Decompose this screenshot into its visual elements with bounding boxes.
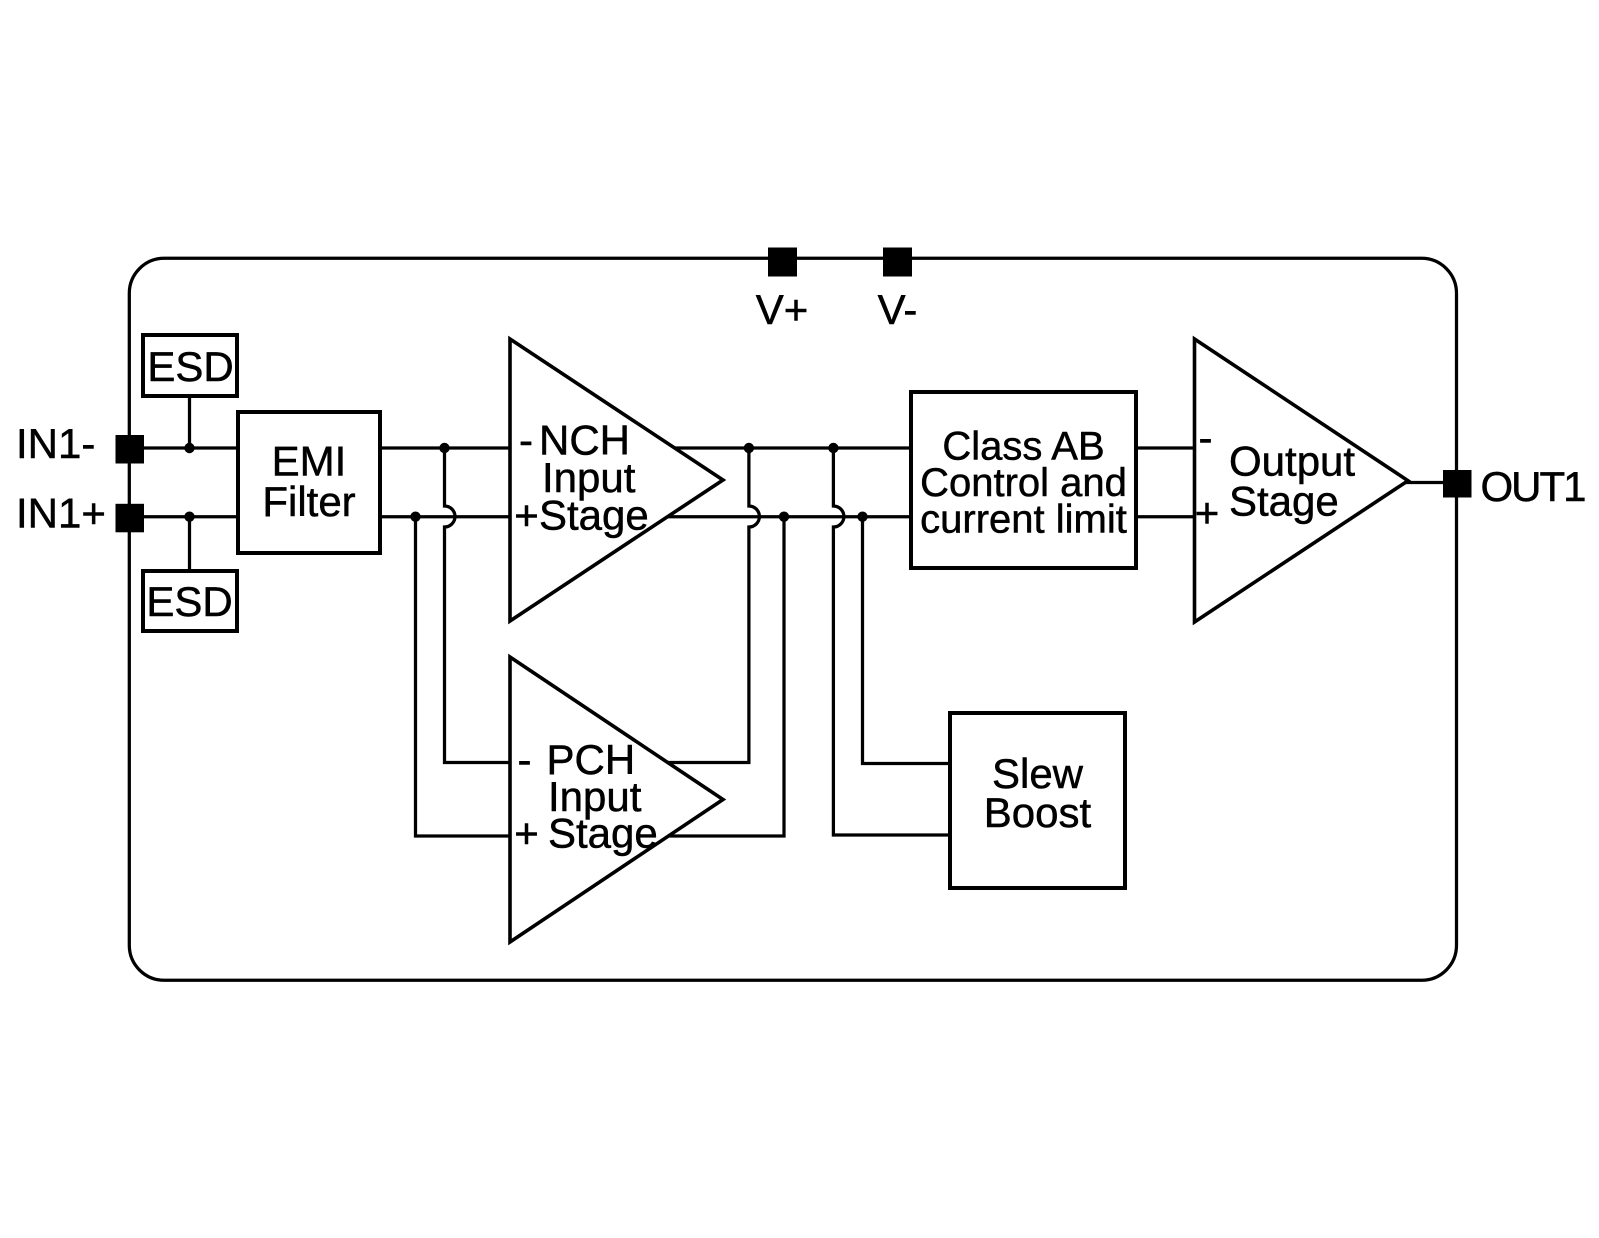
svg-text:+: + — [514, 810, 539, 857]
svg-text:-: - — [519, 417, 533, 464]
svg-text:V-: V- — [878, 286, 918, 333]
svg-text:Boost: Boost — [984, 789, 1092, 836]
svg-text:Class AB: Class AB — [942, 425, 1104, 469]
svg-text:ESD: ESD — [147, 343, 233, 390]
svg-text:Input: Input — [548, 773, 642, 820]
svg-text:EMI: EMI — [272, 438, 347, 485]
svg-text:current limit: current limit — [920, 498, 1127, 542]
svg-text:-: - — [1199, 414, 1213, 461]
svg-text:Input: Input — [542, 454, 636, 501]
svg-text:Filter: Filter — [262, 478, 355, 525]
svg-text:OUT1: OUT1 — [1481, 463, 1586, 510]
svg-text:NCH: NCH — [539, 417, 630, 464]
svg-text:Stage: Stage — [539, 492, 649, 539]
svg-text:+: + — [514, 492, 539, 539]
svg-text:-: - — [518, 736, 532, 783]
svg-text:Stage: Stage — [548, 810, 658, 857]
svg-text:V+: V+ — [756, 286, 809, 333]
svg-text:Slew: Slew — [992, 750, 1084, 797]
svg-text:Control and: Control and — [920, 461, 1127, 505]
svg-text:Output: Output — [1229, 438, 1355, 485]
svg-text:IN1+: IN1+ — [16, 490, 106, 537]
svg-text:PCH: PCH — [547, 736, 636, 783]
svg-text:ESD: ESD — [146, 578, 232, 625]
svg-text:IN1-: IN1- — [16, 420, 95, 467]
svg-text:+: + — [1195, 489, 1220, 536]
svg-text:Stage: Stage — [1229, 478, 1339, 525]
